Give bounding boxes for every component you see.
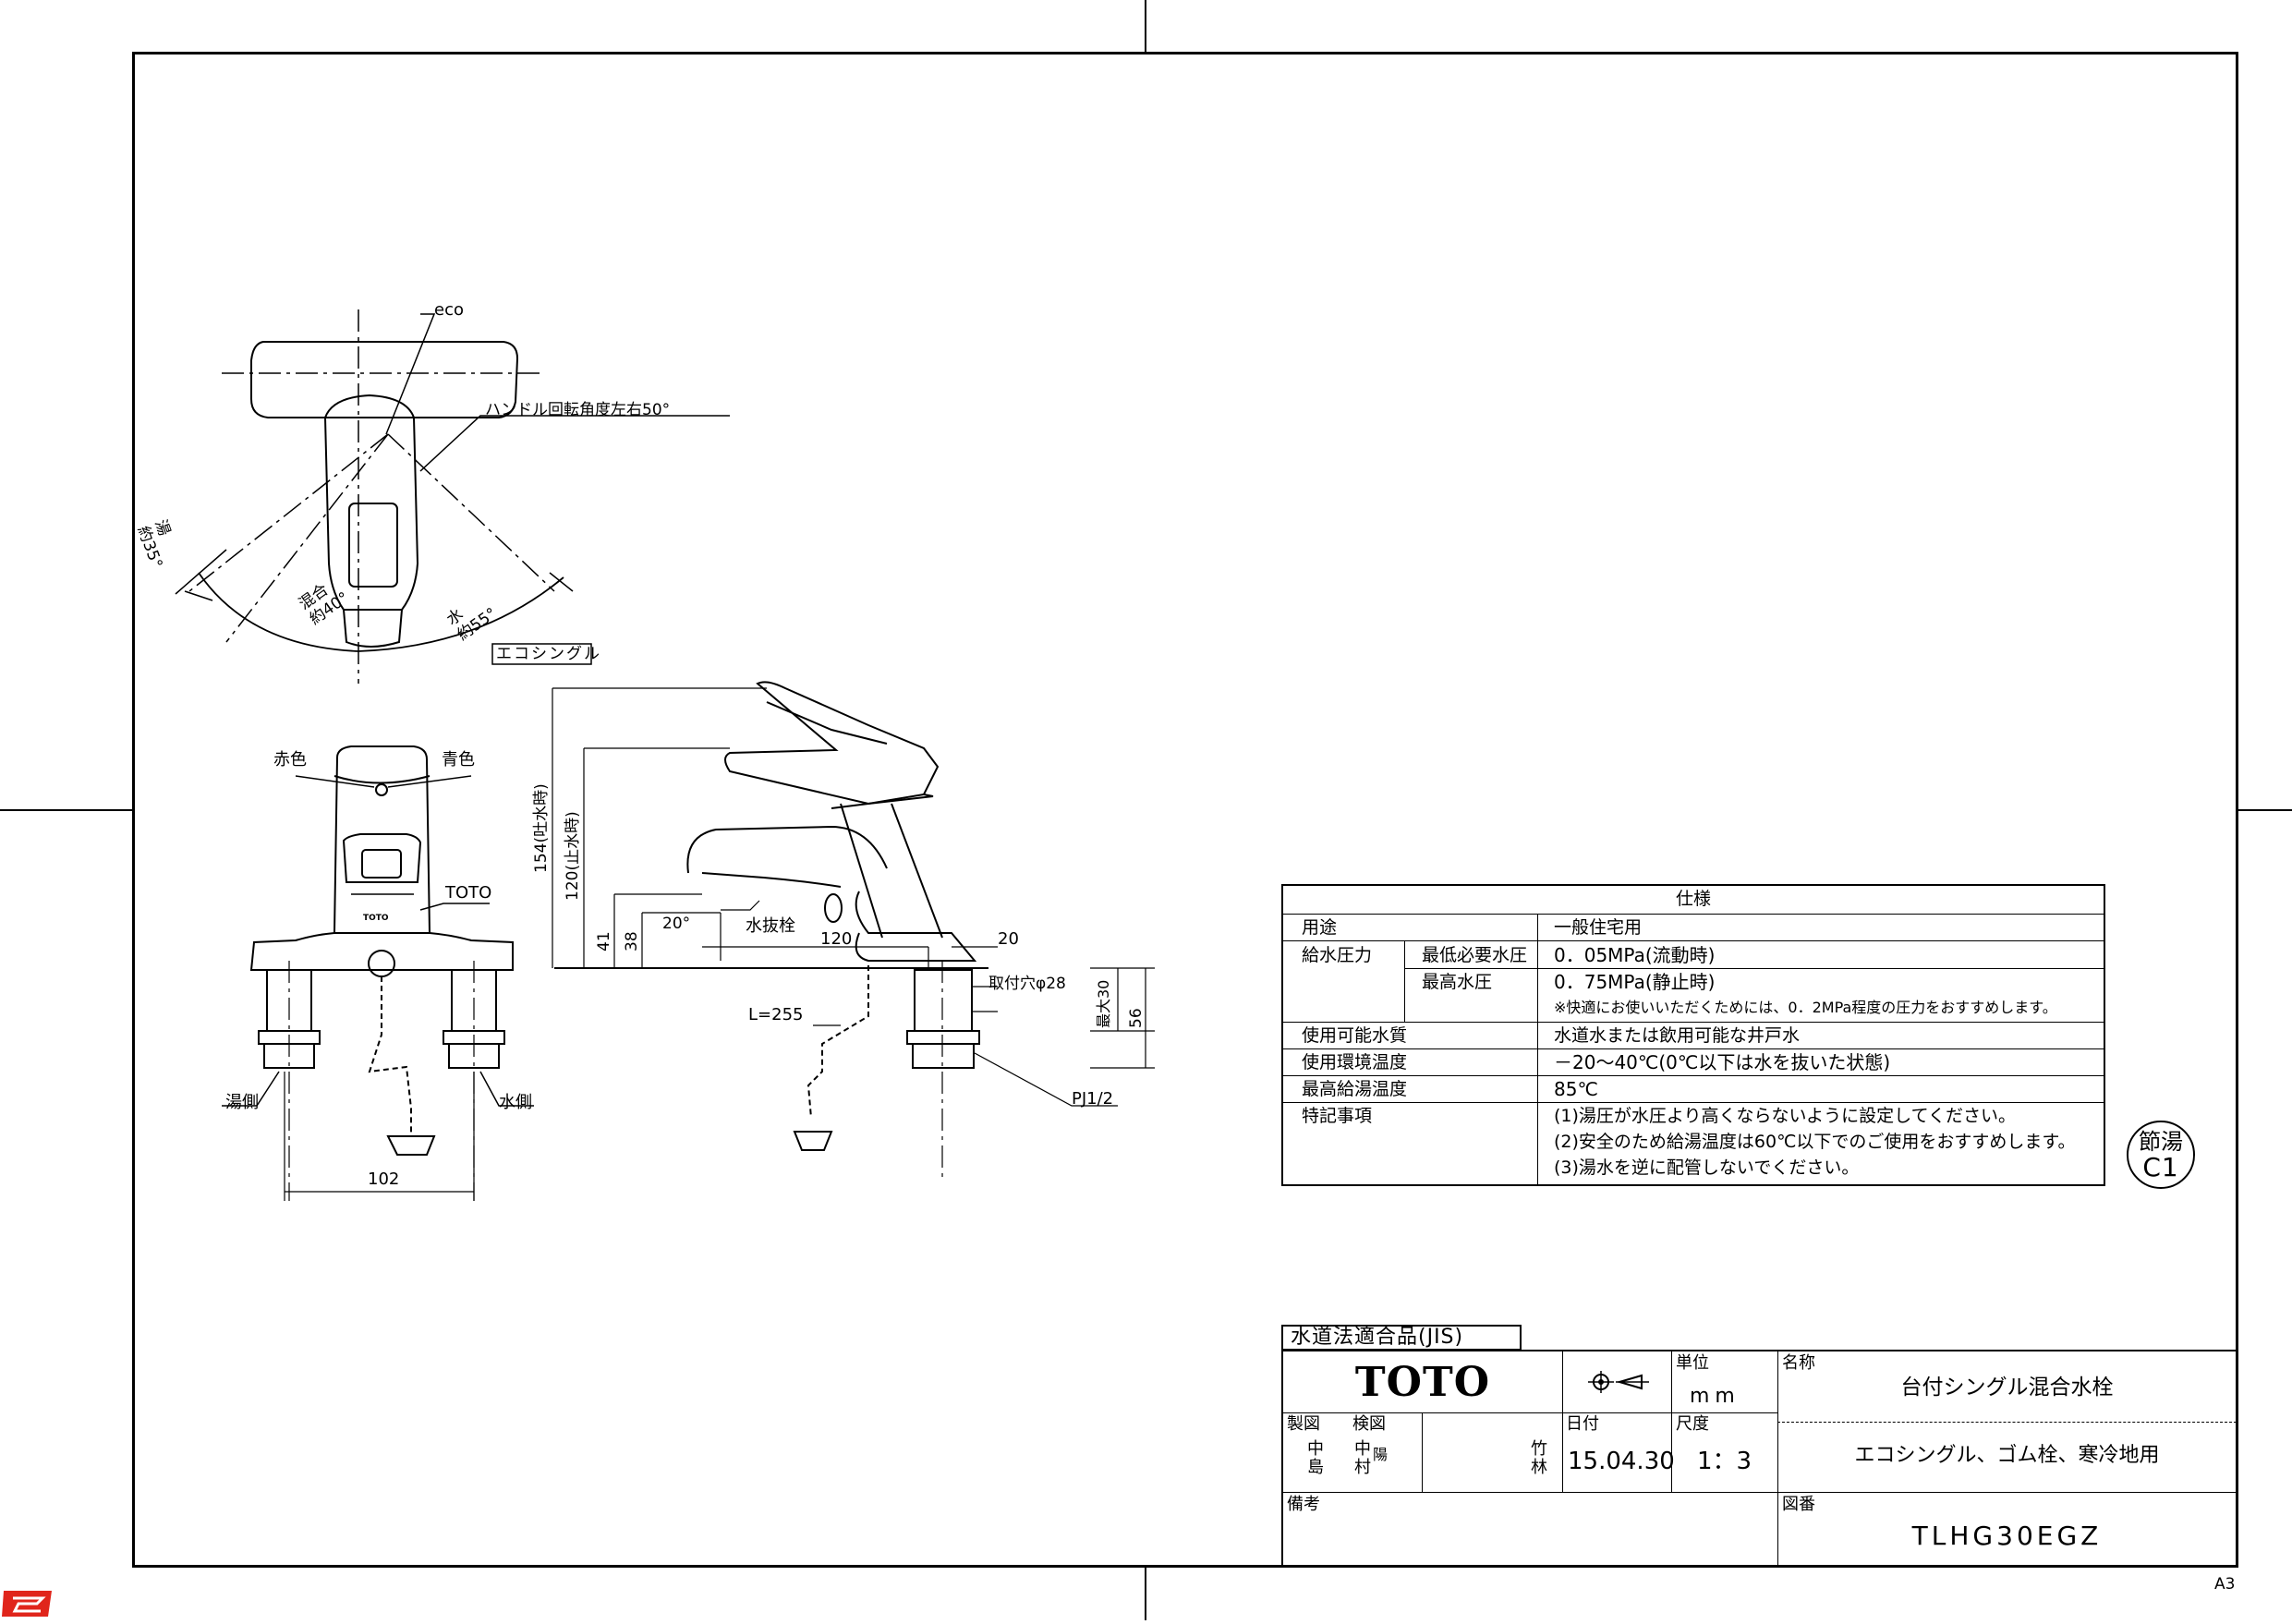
spec-hot-value: 85℃ [1554, 1078, 1598, 1100]
name-label: 名称 [1782, 1353, 1815, 1373]
badge-line-2: C1 [2142, 1152, 2179, 1182]
spec-max-pressure-label: 最高水圧 [1422, 972, 1493, 992]
eco-label: eco [434, 300, 464, 320]
drawing-number-label: 図番 [1782, 1495, 1815, 1514]
max-30-label: 最大30 [1095, 979, 1112, 1028]
water-saving-badge: 節湯 C1 [2127, 1121, 2195, 1189]
spec-water-label: 使用可能水質 [1302, 1025, 1408, 1046]
scale-value: 1：3 [1696, 1448, 1752, 1475]
spec-notes-label: 特記事項 [1302, 1106, 1373, 1126]
projection-symbol-icon [1588, 1368, 1653, 1396]
checked-stamp: 陽 [1373, 1446, 1389, 1463]
dim-154: 154(吐水時) [532, 783, 551, 873]
angle-20: 20° [662, 915, 691, 933]
handle-rotation-note: ハンドル回転角度左右50° [485, 401, 671, 419]
spec-env-value: －20～40℃(0℃以下は水を抜いた状態) [1554, 1051, 1891, 1073]
dim-120-vertical: 120(止水時) [564, 811, 582, 901]
date-label: 日付 [1566, 1414, 1599, 1434]
dim-102: 102 [368, 1170, 400, 1189]
front-view [222, 745, 534, 1201]
dim-41: 41 [595, 931, 613, 951]
eco-single-tag: エコシングル [496, 645, 601, 663]
spec-note-3: (3)湯水を逆に配管しないでください。 [1554, 1157, 1860, 1178]
spec-note-1: (1)湯圧が水圧より高くならないように設定してください。 [1554, 1106, 2017, 1126]
spec-use-value: 一般住宅用 [1554, 917, 1643, 938]
dim-20: 20 [998, 929, 1019, 949]
dim-38: 38 [623, 931, 641, 951]
date-value: 15.04.30 [1568, 1448, 1675, 1475]
spec-pressure-note: ※快適にお使いいただくためには、0．2MPa程度の圧力をおすすめします。 [1554, 999, 2057, 1016]
top-view [175, 309, 730, 684]
spec-min-pressure-value: 0．05MPa(流動時) [1554, 944, 1716, 966]
cold-side-label: 水側 [499, 1093, 532, 1112]
title-block: TOTO 単位 mm 名称 台付シングル混合水栓 製図 中 島 検図 中 村 陽… [1281, 1350, 2238, 1568]
spec-pressure-label: 給水圧力 [1302, 945, 1373, 965]
spec-table: 仕様 用途 一般住宅用 給水圧力 最低必要水圧 0．05MPa(流動時) 最高水… [1281, 884, 2105, 1186]
spec-water-value: 水道水または飲用可能な井戸水 [1554, 1025, 1801, 1046]
spec-use-label: 用途 [1302, 917, 1338, 938]
mount-hole-label: 取付穴φ28 [988, 975, 1066, 993]
red-label: 赤色 [273, 750, 307, 770]
jis-label: 水道法適合品(JIS) [1281, 1325, 1522, 1351]
drawing-frame [132, 52, 2238, 1568]
brand-label: TOTO [445, 883, 492, 903]
drawn-label: 製図 [1287, 1414, 1320, 1434]
paper-size: A3 [2214, 1575, 2236, 1594]
toto-logo: TOTO [1354, 1359, 1491, 1406]
stopper-label: 水抜栓 [746, 916, 795, 936]
scale-label: 尺度 [1676, 1414, 1709, 1434]
drawing-number: TLHG30EGZ [1911, 1521, 2103, 1551]
remarks-label: 備考 [1287, 1495, 1320, 1514]
badge-line-1: 節湯 [2139, 1129, 2183, 1155]
product-name: 台付シングル混合水栓 [1900, 1376, 2114, 1400]
spec-min-pressure-label: 最低必要水圧 [1422, 945, 1528, 965]
approved-by: 竹 林 [1531, 1439, 1547, 1477]
unit-label: 単位 [1676, 1353, 1709, 1373]
spec-env-label: 使用環境温度 [1302, 1052, 1408, 1073]
hot-side-label: 湯側 [225, 1093, 259, 1112]
corner-logo-icon [0, 1587, 55, 1620]
product-description: エコシングル、ゴム栓、寒冷地用 [1854, 1444, 2160, 1467]
drawn-by: 中 島 [1307, 1439, 1324, 1477]
spec-note-2: (2)安全のため給湯温度は60℃以下でのご使用をおすすめします。 [1554, 1132, 2076, 1152]
spec-hot-label: 最高給湯温度 [1302, 1079, 1408, 1099]
spec-title: 仕様 [1675, 889, 1711, 909]
chain-length-label: L=255 [748, 1005, 804, 1024]
checked-by: 中 村 [1354, 1439, 1371, 1477]
blue-label: 青色 [442, 750, 475, 770]
dim-120-horizontal: 120 [820, 929, 853, 949]
brand-mark-small: TOTO [363, 914, 389, 923]
thread-label: PJ1/2 [1072, 1089, 1114, 1109]
dim-56: 56 [1127, 1008, 1146, 1028]
unit-value: mm [1690, 1385, 1740, 1408]
spec-max-pressure-value: 0．75MPa(静止時) [1554, 971, 1716, 993]
side-view [552, 681, 1155, 1182]
checked-label: 検図 [1352, 1414, 1386, 1434]
